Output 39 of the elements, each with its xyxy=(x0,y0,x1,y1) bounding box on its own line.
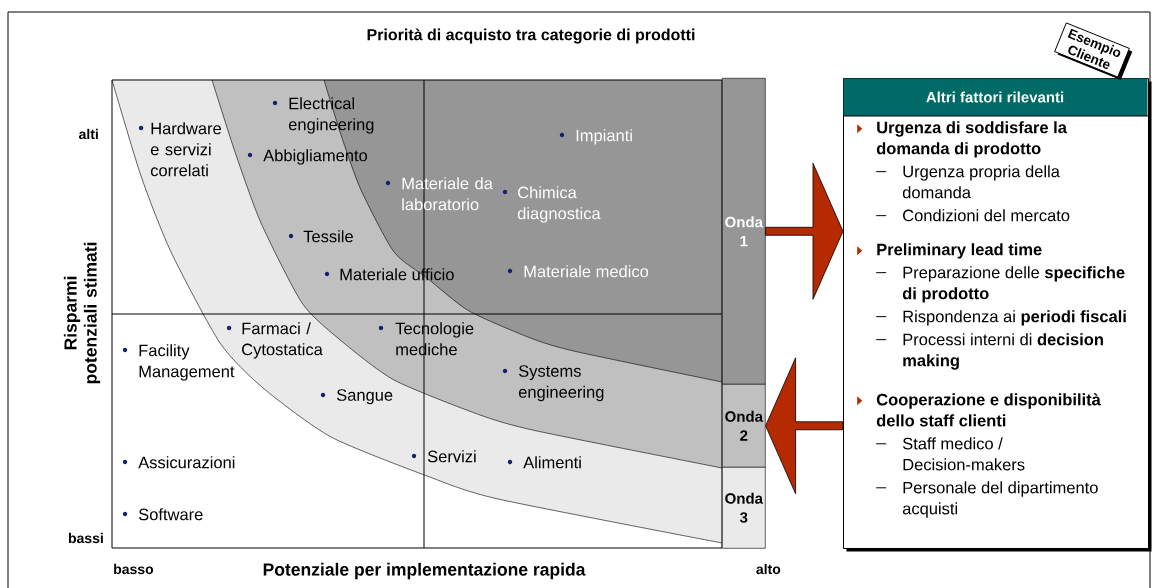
axis-label: basso xyxy=(114,563,154,575)
category-label: Tessile xyxy=(288,230,353,243)
node-label: Rispondenza ai periodi fiscali xyxy=(903,310,1126,326)
node-label: Urgenza propria della domanda xyxy=(902,165,1060,199)
bullet-group: Preliminary lead time Preparazione delle specifiche di prodotto Rispondenza ai periodi fiscali Processi interni di decision making xyxy=(857,243,1126,370)
axis-label: alto xyxy=(756,563,781,575)
chart-title: Priorità di acquisto tra categorie di prodotti xyxy=(367,28,695,44)
category-label: Chimica diagnostica xyxy=(502,186,601,223)
node-label: Urgenza di soddisfare la domanda di prodotto xyxy=(876,121,1068,158)
node-label: Cooperazione e disponibilità dello staff clienti xyxy=(876,393,1101,427)
category-label: Materiale ufficio xyxy=(324,268,454,281)
category-label: Impianti xyxy=(559,129,632,145)
wave-box: Onda 3 xyxy=(722,467,766,549)
node-label: Processi interni di decision making xyxy=(903,333,1103,370)
category-label: Hardware e servizi correlati xyxy=(138,122,221,177)
category-label: Assicurazioni xyxy=(122,456,235,469)
category-label: Systems engineering xyxy=(502,365,604,402)
arrow xyxy=(765,162,844,300)
axis-title: Potenziale per implementazione rapida xyxy=(263,562,586,580)
axis-label: alti xyxy=(79,128,98,140)
bullet-group: Cooperazione e disponibilità dello staff clienti Staff medico / Decision-makers Personale del dipartimento acquisti xyxy=(857,393,1101,518)
node-label: Personale del dipartimento acquisti xyxy=(902,481,1098,518)
category-label: Servizi xyxy=(411,450,476,463)
category-label: Materiale medico xyxy=(507,265,649,278)
category-label: Tecnologie mediche xyxy=(378,322,474,356)
wave-box: Onda 1 xyxy=(722,78,766,385)
node-label: Preliminary lead time xyxy=(877,243,1042,259)
category-label: Electrical engineering xyxy=(272,97,374,134)
axis-title: Risparmi potenziali stimati xyxy=(63,242,101,384)
bullet-group: Urgenza di soddisfare la domanda di prodotto Urgenza propria della domanda Condizioni del mercato xyxy=(857,121,1070,222)
category-label: Software xyxy=(122,508,203,521)
arrow xyxy=(765,357,844,495)
wave-box: Onda 2 xyxy=(722,384,766,468)
category-label: Abbigliamento xyxy=(247,149,368,165)
axis-label: bassi xyxy=(68,532,103,544)
node-label: Staff medico / Decision-makers xyxy=(902,437,1025,471)
node-label: Condizioni del mercato xyxy=(903,209,1070,222)
category-label: Alimenti xyxy=(507,456,581,469)
category-label: Sangue xyxy=(320,389,393,405)
